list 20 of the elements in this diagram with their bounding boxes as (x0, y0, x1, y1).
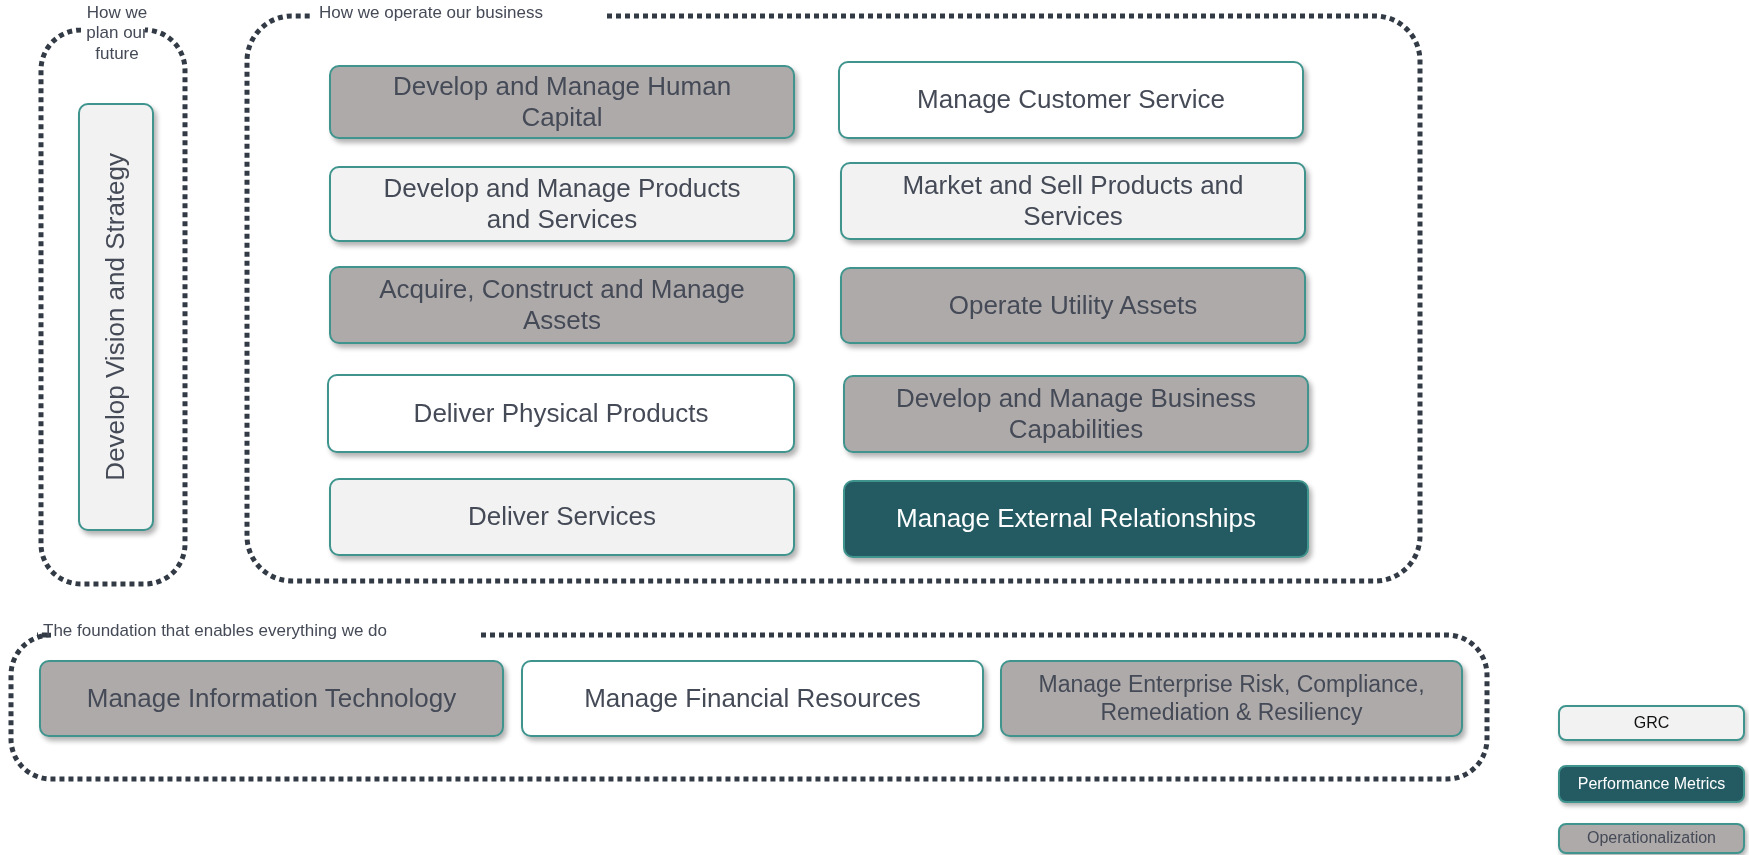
process-box: Deliver Physical Products (327, 374, 795, 453)
process-box: Manage Enterprise Risk, Compliance, Remediation & Resiliency (1000, 660, 1463, 737)
process-box: Manage Information Technology (39, 660, 504, 737)
legend-label: Performance Metrics (1576, 775, 1727, 793)
process-box: Deliver Services (329, 478, 795, 556)
process-box: Develop and Manage Products and Services (329, 166, 795, 242)
legend-label: Operationalization (1586, 830, 1717, 847)
group-heading: How we operate our business (318, 3, 544, 24)
process-box: Manage External Relationships (843, 480, 1309, 558)
process-box: Develop Vision and Strategy (78, 103, 154, 531)
process-box: Market and Sell Products and Services (840, 162, 1306, 240)
process-box: Manage Customer Service (838, 61, 1304, 139)
process-box: Acquire, Construct and Manage Assets (329, 266, 795, 344)
process-box: Manage Financial Resources (521, 660, 984, 737)
group-heading: The foundation that enables everything we do (42, 621, 389, 642)
legend-label: GRC (1632, 714, 1671, 732)
group-heading: How we plan our future (85, 3, 149, 65)
process-box: Operate Utility Assets (840, 267, 1306, 344)
process-box: Develop and Manage Human Capital (329, 65, 795, 139)
process-box: Develop and Manage Business Capabilities (843, 375, 1309, 453)
